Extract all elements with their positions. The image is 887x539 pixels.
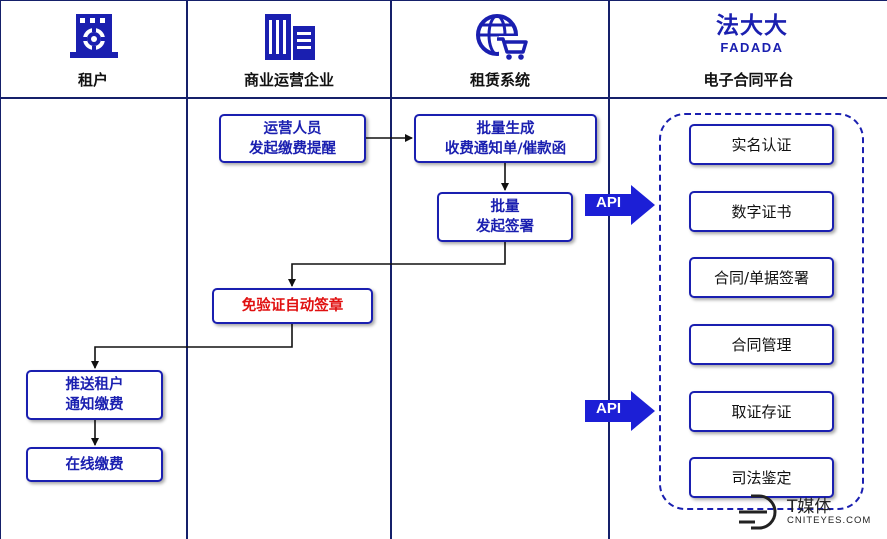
api-arrow-lower: [585, 391, 655, 431]
office-building-icon: [265, 14, 315, 60]
operator-start-line2: 发起缴费提醒: [249, 140, 336, 157]
fadada-logo-chinese: 法大大: [716, 13, 788, 39]
api-label-lower: API: [596, 400, 622, 417]
push-tenant-box: 推送租户 通知缴费: [26, 370, 163, 420]
service-real-name-auth-label: 实名认证: [731, 136, 792, 154]
column-header-tenant: 租户: [77, 71, 108, 89]
globe-cart-icon: [476, 14, 528, 60]
watermark-sub: CNITEYES.COM: [787, 515, 872, 526]
service-digital-certificate-label: 数字证书: [731, 203, 792, 221]
header-divider: [0, 97, 887, 99]
lane-divider-3: [608, 0, 610, 539]
service-evidence-storage: 取证存证: [689, 391, 834, 432]
lane-divider-1: [186, 0, 188, 539]
service-evidence-storage-label: 取证存证: [731, 403, 792, 421]
column-header-leasing-system: 租赁系统: [469, 71, 530, 89]
frame-left: [0, 0, 1, 539]
watermark-logo-icon: [739, 494, 777, 530]
service-judicial-appraisal-label: 司法鉴定: [731, 469, 792, 487]
online-pay-box: 在线缴费: [26, 447, 163, 482]
service-contract-management-label: 合同管理: [731, 336, 792, 354]
operator-start-box: 运营人员 发起缴费提醒: [219, 114, 366, 163]
fadada-logo-latin: FADADA: [720, 40, 784, 55]
push-tenant-line2: 通知缴费: [65, 397, 124, 413]
service-contract-signing-label: 合同/单据签署: [713, 269, 810, 287]
service-real-name-auth: 实名认证: [689, 124, 834, 165]
batch-sign-line2: 发起签署: [476, 219, 534, 235]
service-contract-management: 合同管理: [689, 324, 834, 365]
auto-sign-label: 免验证自动签章: [241, 298, 344, 314]
auto-sign-box: 免验证自动签章: [212, 288, 373, 324]
column-header-operator: 商业运营企业: [243, 71, 334, 89]
column-header-econtract-platform: 电子合同平台: [703, 71, 794, 89]
push-tenant-line1: 推送租户: [65, 377, 124, 393]
service-contract-signing: 合同/单据签署: [689, 257, 834, 298]
frame-top: [0, 0, 887, 1]
service-digital-certificate: 数字证书: [689, 191, 834, 232]
lane-divider-2: [390, 0, 392, 539]
fadada-logo: 法大大 FADADA: [712, 12, 792, 58]
batch-generate-line2: 收费通知单/催款函: [444, 140, 567, 157]
batch-generate-line1: 批量生成: [476, 120, 535, 137]
watermark-main: T媒体: [787, 497, 832, 517]
platform-services-group: [659, 113, 864, 510]
tenant-building-gear-icon: [70, 14, 118, 58]
batch-sign-box: 批量 发起签署: [437, 192, 573, 242]
api-label-upper: API: [596, 194, 622, 211]
online-pay-label: 在线缴费: [65, 456, 124, 473]
arrow-sign-to-autosign: [288, 242, 506, 287]
watermark: T媒体 CNITEYES.COM: [737, 488, 885, 536]
batch-sign-line1: 批量: [490, 199, 520, 215]
api-arrow-upper: [585, 185, 655, 225]
arrow-autosign-to-push: [91, 324, 293, 369]
operator-start-line1: 运营人员: [263, 120, 322, 137]
batch-generate-box: 批量生成 收费通知单/催款函: [414, 114, 597, 163]
